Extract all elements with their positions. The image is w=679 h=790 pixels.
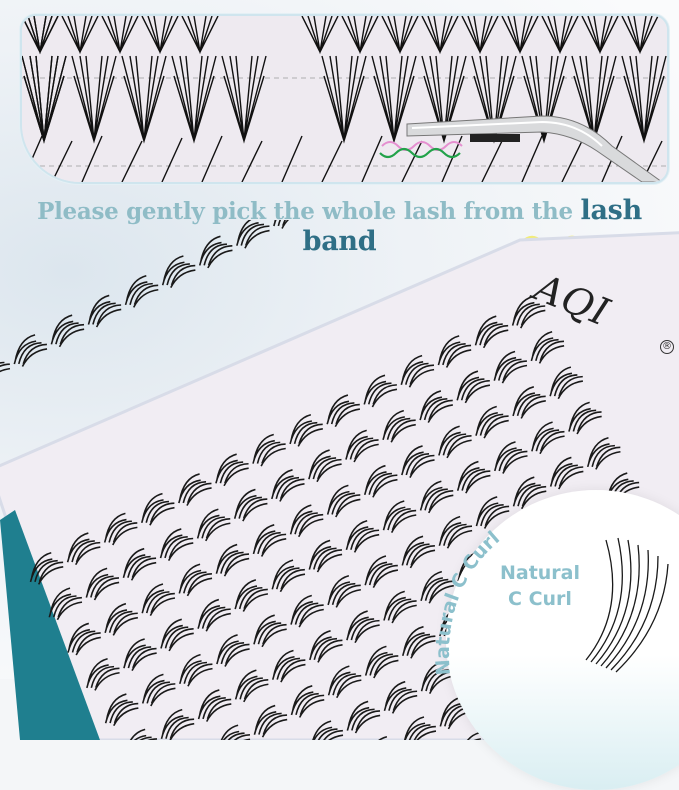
headline-text: Please gently pick the whole lash from t…: [37, 198, 573, 225]
brand-logo-text: AQI: [528, 265, 617, 335]
curved-badge-text: Natural C Curl: [432, 527, 504, 676]
closeup-photo-panel: [20, 14, 669, 184]
headline-emphasis: lash band: [302, 195, 643, 257]
brand-logo: AQI: [522, 265, 642, 348]
curl-badge-line2: C Curl: [508, 588, 572, 610]
curl-badge-title: Natural C Curl: [485, 560, 595, 612]
registered-mark: ®: [660, 340, 674, 354]
instruction-headline: Please gently pick the whole lash from t…: [0, 195, 679, 257]
lash-curl-illustration: [585, 537, 669, 673]
curl-badge-line1: Natural: [499, 562, 581, 584]
lash-closeup-illustration: [22, 16, 667, 182]
svg-text:Natural C Curl: Natural C Curl: [432, 527, 504, 676]
